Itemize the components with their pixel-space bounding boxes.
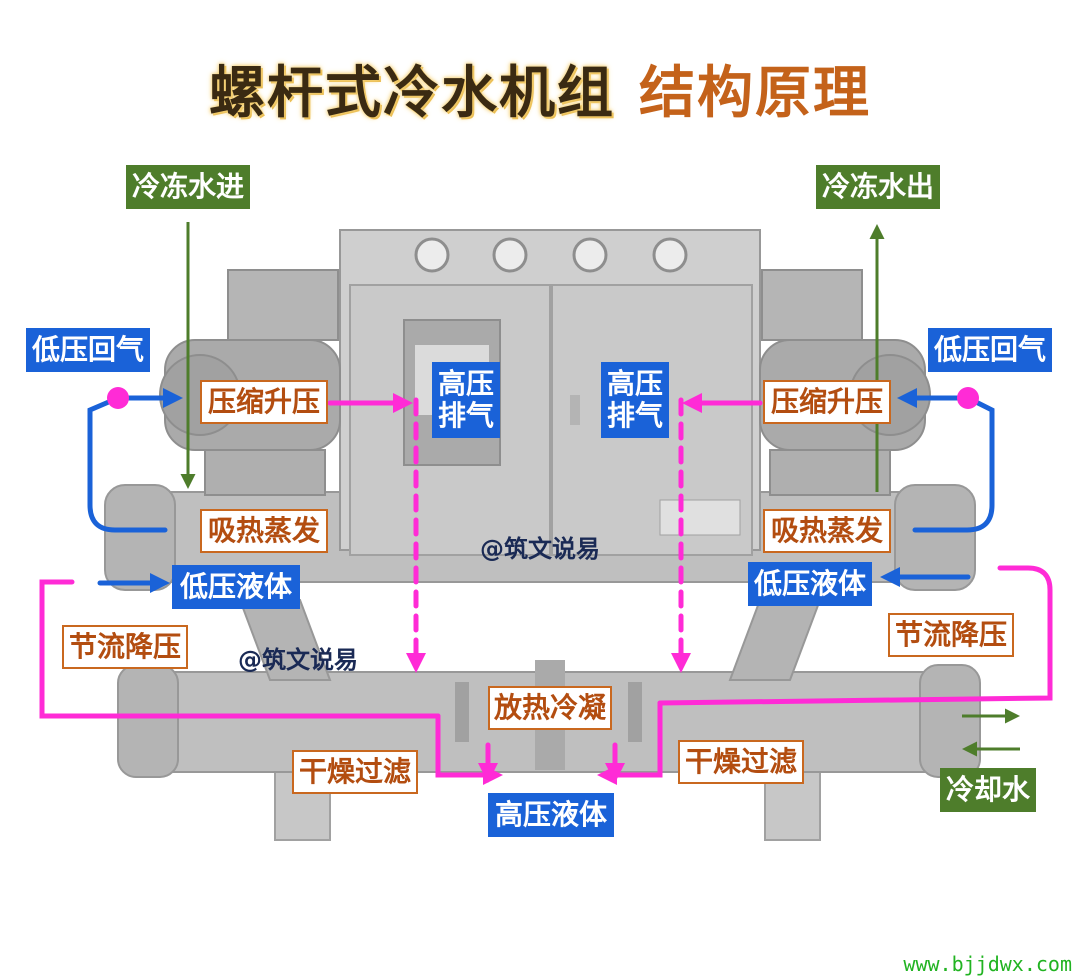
label-chilled-water-out: 冷冻水出 [816,165,940,209]
label-throttle-right: 节流降压 [888,613,1014,657]
chilled-water-lines [180,222,1020,757]
label-evap-left: 吸热蒸发 [200,509,328,553]
label-condense: 放热冷凝 [488,686,612,730]
title-sub: 结构原理 [639,61,871,126]
label-lp-liquid-left: 低压液体 [172,565,300,609]
watermark-1: @筑文说易 [480,535,600,564]
suction-point-left [107,387,129,409]
label-filter-left: 干燥过滤 [292,750,418,794]
label-hp-discharge-left-line1: 高压 [437,366,494,400]
machine-illustration [104,229,981,841]
label-lp-return-right: 低压回气 [928,328,1052,372]
label-compress-right: 压缩升压 [763,380,891,424]
label-lp-return-left: 低压回气 [26,328,150,372]
label-throttle-left: 节流降压 [62,625,188,669]
label-chilled-water-in: 冷冻水进 [126,165,250,209]
high-pressure-lines [39,393,1053,785]
label-lp-liquid-right: 低压液体 [748,562,872,606]
label-hp-discharge-right: 高压 排气 [601,362,669,438]
label-cooling-water: 冷却水 [940,768,1036,812]
label-compress-left: 压缩升压 [200,380,328,424]
label-hp-discharge-left: 高压 排气 [432,362,500,438]
footer-url[interactable]: www.bjjdwx.com [903,952,1072,976]
title-main: 螺杆式冷水机组 [209,61,615,126]
label-filter-right: 干燥过滤 [678,740,804,784]
page-title: 螺杆式冷水机组结构原理 [0,48,1080,129]
label-hp-discharge-right-line2: 排气 [606,399,663,432]
label-evap-right: 吸热蒸发 [763,509,891,553]
watermark-2: @筑文说易 [238,646,358,675]
label-hp-liquid: 高压液体 [488,793,614,837]
label-hp-discharge-right-line1: 高压 [606,366,663,400]
label-hp-discharge-left-line2: 排气 [437,399,494,432]
suction-point-right [957,387,979,409]
